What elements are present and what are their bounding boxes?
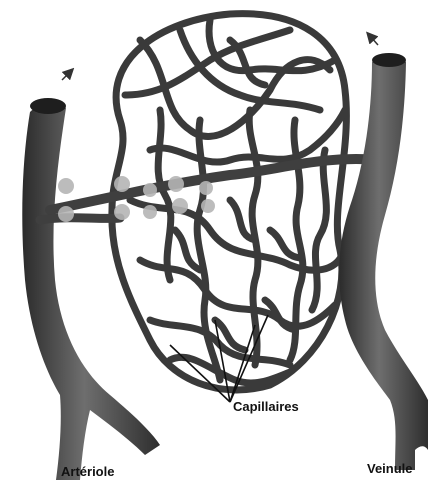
venule-vessel xyxy=(339,36,428,470)
thoroughfare-channel xyxy=(50,159,380,210)
venule-opening xyxy=(372,53,406,67)
arteriole-flow-arrow xyxy=(62,72,70,80)
arteriole-opening xyxy=(30,98,66,114)
label-capillaires: Capillaires xyxy=(233,399,299,414)
capillary-network xyxy=(112,14,347,390)
label-veinule: Veinule xyxy=(367,461,413,476)
venule-flow-arrow xyxy=(370,36,378,45)
label-arteriole: Artériole xyxy=(61,464,114,479)
